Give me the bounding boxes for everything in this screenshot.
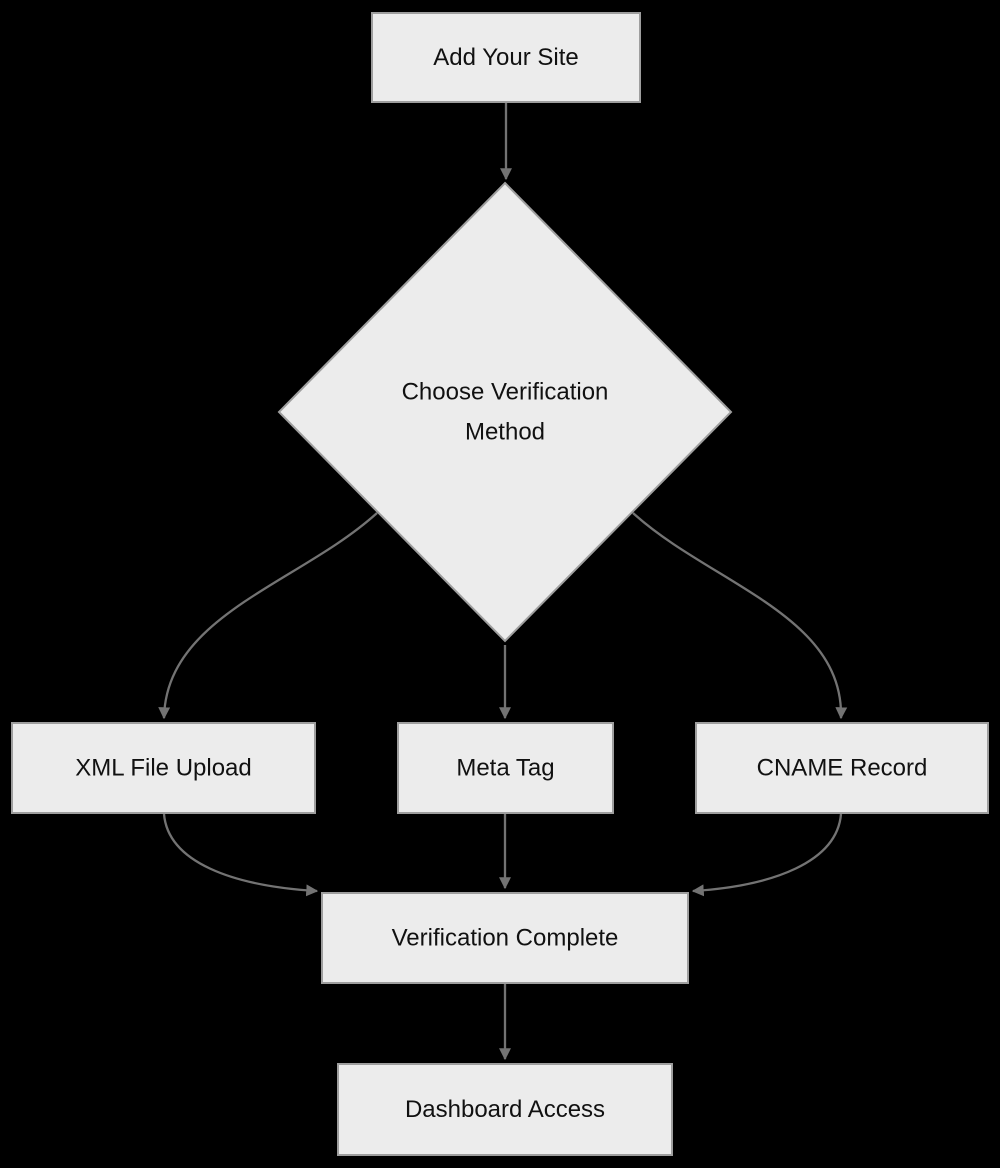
node-cname-record: CNAME Record — [695, 722, 989, 814]
node-xml-file-upload: XML File Upload — [11, 722, 316, 814]
choose-verification-method-shape — [277, 181, 733, 643]
node-dashboard-access: Dashboard Access — [337, 1063, 673, 1156]
edge-cname-record-to-verification-complete — [691, 813, 843, 897]
choose-verification-method-label-line-0: Choose Verification — [402, 379, 609, 406]
edge-choose-verification-method-to-cname-record — [632, 512, 848, 720]
add-your-site-shape — [371, 12, 641, 103]
verification-complete-shape — [321, 892, 689, 984]
dashboard-access-shape — [337, 1063, 673, 1156]
add-your-site-label: Add Your Site — [433, 44, 578, 71]
choose-verification-method-label-line-1: Method — [465, 419, 545, 446]
edge-choose-verification-method-to-xml-file-upload — [158, 512, 378, 720]
xml-file-upload-shape — [11, 722, 316, 814]
edges-layer — [158, 103, 848, 1061]
node-meta-tag: Meta Tag — [397, 722, 614, 814]
cname-record-shape — [695, 722, 989, 814]
edge-xml-file-upload-to-verification-complete — [162, 813, 319, 897]
node-add-your-site: Add Your Site — [371, 12, 641, 103]
dashboard-access-label: Dashboard Access — [405, 1096, 605, 1123]
meta-tag-shape — [397, 722, 614, 814]
node-verification-complete: Verification Complete — [321, 892, 689, 984]
xml-file-upload-label: XML File Upload — [75, 755, 252, 782]
cname-record-label: CNAME Record — [757, 755, 928, 782]
meta-tag-label: Meta Tag — [456, 755, 554, 782]
verification-complete-label: Verification Complete — [392, 925, 619, 952]
